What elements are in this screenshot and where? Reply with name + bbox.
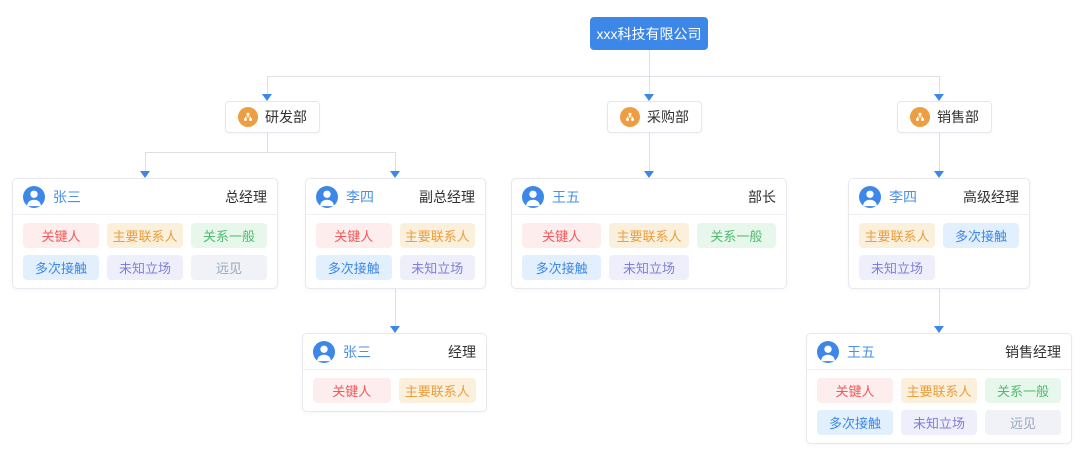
connector-line: [649, 76, 650, 95]
person-card[interactable]: 李四 副总经理 关键人主要联系人多次接触未知立场: [305, 178, 486, 289]
person-title: 销售经理: [1005, 343, 1061, 360]
person-title: 总经理: [225, 188, 267, 205]
connector-line: [939, 286, 940, 326]
tag-list: 主要联系人多次接触未知立场: [849, 215, 1029, 288]
connector-line: [267, 133, 268, 152]
tag-unknown-stance: 未知立场: [901, 410, 977, 435]
tag-main-contact: 主要联系人: [901, 378, 977, 403]
connector-line: [939, 76, 940, 95]
tag-relation-normal: 关系一般: [191, 223, 267, 248]
org-tree-icon: [238, 107, 258, 127]
tag-multi-contact: 多次接触: [943, 223, 1019, 248]
tag-main-contact: 主要联系人: [399, 223, 475, 248]
user-avatar-icon: [522, 185, 544, 208]
tag-unknown-stance: 未知立场: [609, 255, 689, 280]
department-label: 研发部: [265, 109, 307, 125]
person-card[interactable]: 王五 部长 关键人主要联系人关系一般多次接触未知立场: [511, 178, 787, 289]
tag-vision: 远见: [985, 410, 1061, 435]
department-node-xs[interactable]: 销售部: [897, 101, 992, 133]
card-header: 李四 副总经理: [306, 179, 485, 215]
arrow-down-icon: [934, 94, 944, 101]
arrow-down-icon: [262, 94, 272, 101]
person-title: 副总经理: [419, 188, 475, 205]
person-name[interactable]: 张三: [53, 188, 81, 205]
person-card[interactable]: 李四 高级经理 主要联系人多次接触未知立场: [848, 178, 1030, 289]
tag-relation-normal: 关系一般: [985, 378, 1061, 403]
person-title: 高级经理: [963, 188, 1019, 205]
company-name: xxx科技有限公司: [596, 25, 702, 42]
connector-line: [939, 133, 940, 171]
person-name[interactable]: 王五: [847, 343, 875, 360]
arrow-down-icon: [390, 171, 400, 178]
connector-line: [395, 286, 396, 326]
card-header: 张三 总经理: [13, 179, 277, 215]
tag-key-person: 关键人: [316, 223, 392, 248]
person-card[interactable]: 张三 经理 关键人主要联系人: [302, 333, 487, 412]
arrow-down-icon: [934, 171, 944, 178]
connector-line: [649, 50, 650, 76]
person-title: 经理: [448, 343, 476, 360]
tag-key-person: 关键人: [313, 378, 391, 403]
connector-line: [267, 76, 268, 95]
tag-multi-contact: 多次接触: [522, 255, 602, 280]
user-avatar-icon: [859, 185, 881, 208]
org-tree-icon: [620, 107, 640, 127]
department-label: 销售部: [937, 109, 979, 125]
company-root-node[interactable]: xxx科技有限公司: [590, 17, 708, 50]
person-name[interactable]: 李四: [889, 188, 917, 205]
tag-multi-contact: 多次接触: [817, 410, 893, 435]
connector-line: [395, 152, 396, 171]
tag-main-contact: 主要联系人: [398, 378, 476, 403]
person-name[interactable]: 张三: [343, 343, 371, 360]
tag-key-person: 关键人: [522, 223, 602, 248]
org-tree-icon: [910, 107, 930, 127]
user-avatar-icon: [313, 340, 335, 363]
arrow-down-icon: [644, 94, 654, 101]
arrow-down-icon: [140, 171, 150, 178]
department-node-cg[interactable]: 采购部: [607, 101, 702, 133]
tag-list: 关键人主要联系人关系一般多次接触未知立场: [512, 215, 786, 288]
user-avatar-icon: [23, 185, 45, 208]
card-header: 王五 部长: [512, 179, 786, 215]
arrow-down-icon: [934, 326, 944, 333]
tag-main-contact: 主要联系人: [609, 223, 689, 248]
department-label: 采购部: [647, 109, 689, 125]
connector-line: [145, 152, 395, 153]
connector-line: [649, 133, 650, 171]
user-avatar-icon: [316, 185, 338, 208]
tag-main-contact: 主要联系人: [107, 223, 183, 248]
tag-unknown-stance: 未知立场: [399, 255, 475, 280]
tag-multi-contact: 多次接触: [23, 255, 99, 280]
card-header: 李四 高级经理: [849, 179, 1029, 215]
tag-list: 关键人主要联系人: [303, 370, 486, 411]
person-name[interactable]: 王五: [552, 188, 580, 205]
person-card[interactable]: 张三 总经理 关键人主要联系人关系一般多次接触未知立场远见: [12, 178, 278, 289]
user-avatar-icon: [817, 340, 839, 363]
card-header: 张三 经理: [303, 334, 486, 370]
tag-key-person: 关键人: [23, 223, 99, 248]
card-header: 王五 销售经理: [807, 334, 1071, 370]
connector-line: [145, 152, 146, 171]
tag-vision: 远见: [191, 255, 267, 280]
tag-key-person: 关键人: [817, 378, 893, 403]
person-title: 部长: [748, 188, 776, 205]
tag-relation-normal: 关系一般: [696, 223, 776, 248]
tag-list: 关键人主要联系人多次接触未知立场: [306, 215, 485, 288]
person-name[interactable]: 李四: [346, 188, 374, 205]
tag-list: 关键人主要联系人关系一般多次接触未知立场远见: [807, 370, 1071, 443]
tag-unknown-stance: 未知立场: [107, 255, 183, 280]
tag-main-contact: 主要联系人: [859, 223, 935, 248]
connector-line: [267, 76, 940, 77]
arrow-down-icon: [644, 171, 654, 178]
department-node-rd[interactable]: 研发部: [225, 101, 320, 133]
arrow-down-icon: [390, 326, 400, 333]
person-card[interactable]: 王五 销售经理 关键人主要联系人关系一般多次接触未知立场远见: [806, 333, 1072, 444]
tag-multi-contact: 多次接触: [316, 255, 392, 280]
tag-list: 关键人主要联系人关系一般多次接触未知立场远见: [13, 215, 277, 288]
tag-unknown-stance: 未知立场: [859, 255, 935, 280]
